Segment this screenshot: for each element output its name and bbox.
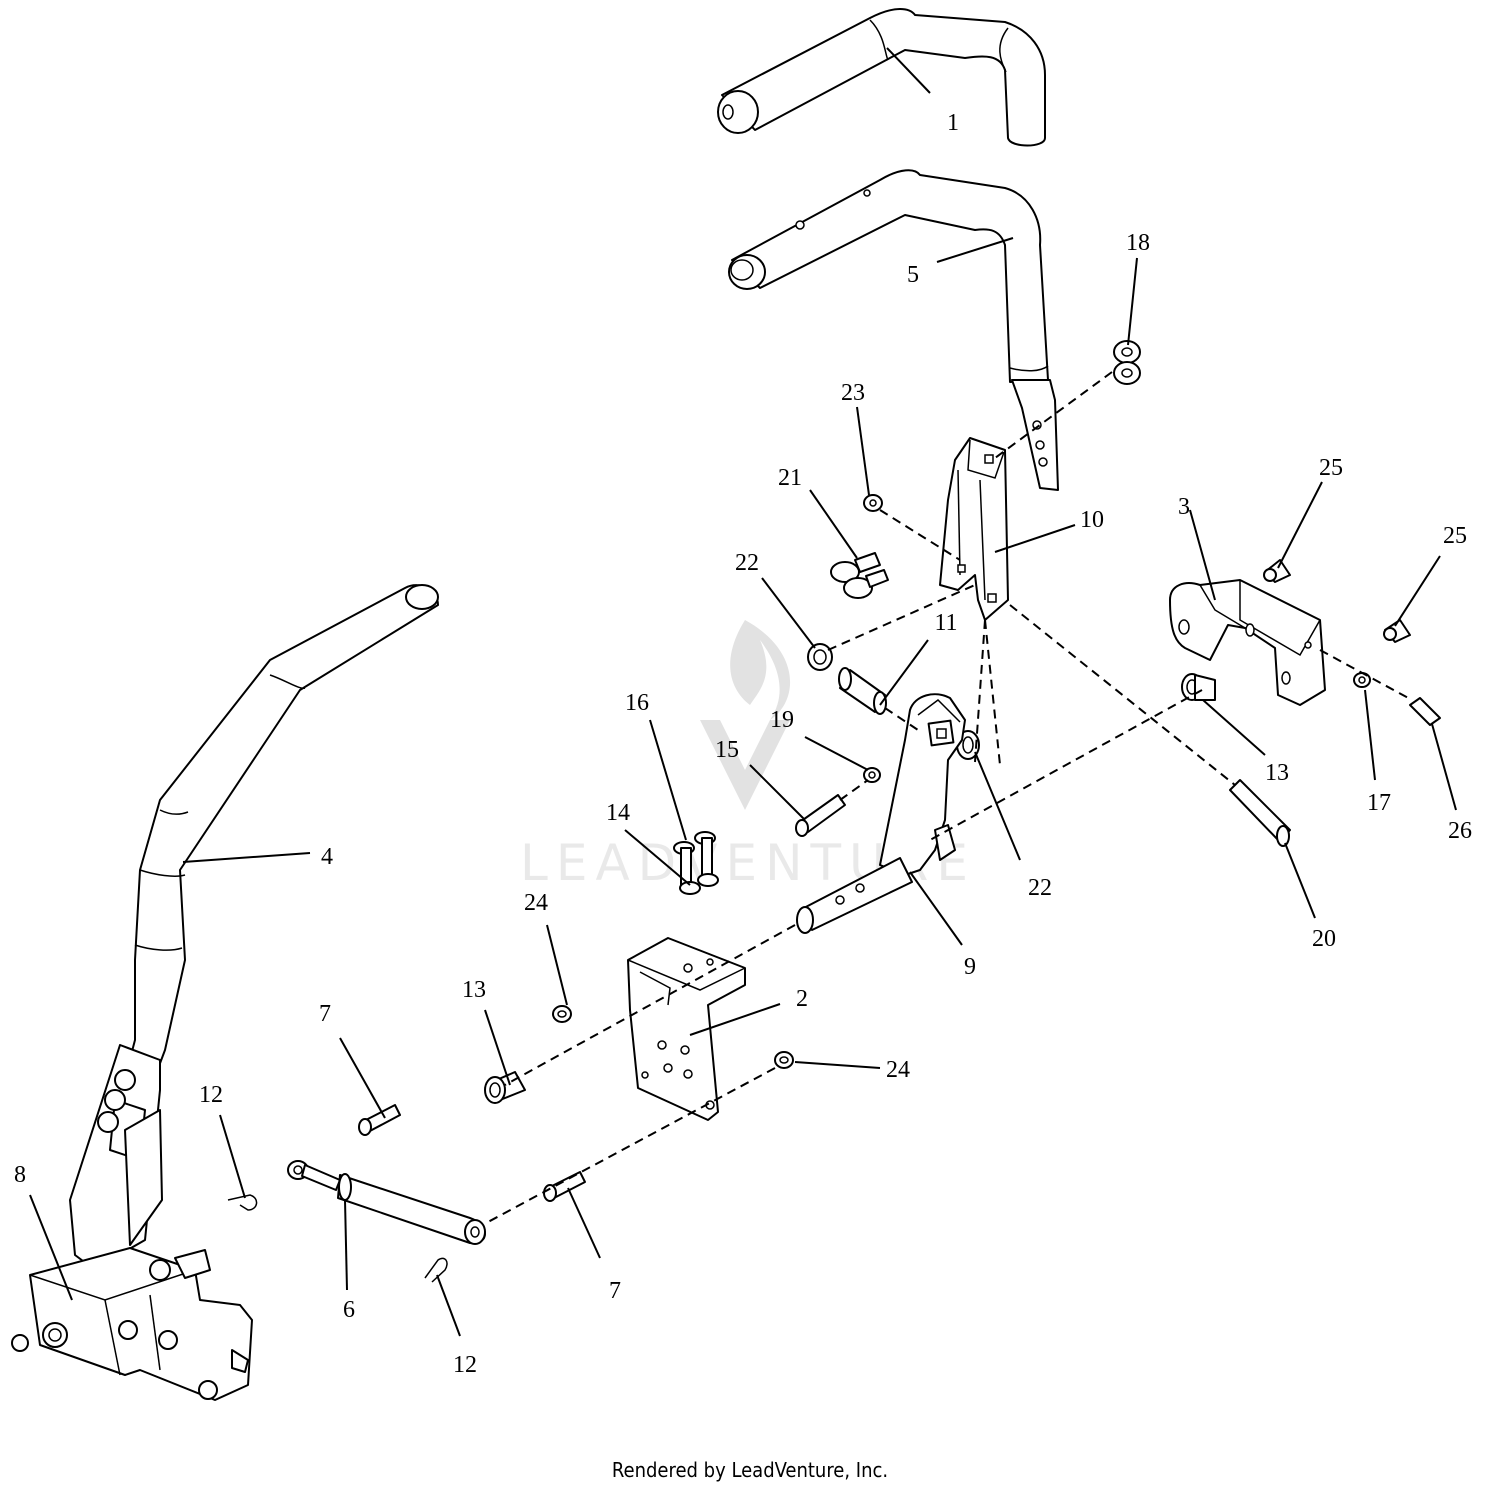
part-3-bracket xyxy=(1169,579,1326,706)
callout-24-upper: 24 xyxy=(524,890,548,916)
part-21-bolts xyxy=(830,552,889,599)
callout-18: 18 xyxy=(1126,230,1150,256)
part-14-washers xyxy=(679,873,719,895)
part-9-control-arm xyxy=(796,693,966,934)
part-10-bracket xyxy=(939,437,1009,621)
part-12-clip-upper xyxy=(227,1194,258,1211)
part-6-gas-spring xyxy=(287,1160,486,1245)
callout-6: 6 xyxy=(343,1297,355,1323)
part-24-nuts xyxy=(552,1005,794,1069)
callout-labels: 1 5 18 23 21 10 25 3 25 22 11 16 19 15 1… xyxy=(14,110,1472,1378)
callout-21: 21 xyxy=(778,465,802,491)
callout-19: 19 xyxy=(770,707,794,733)
part-19-nut xyxy=(863,767,881,783)
callout-13-upper: 13 xyxy=(1265,760,1289,786)
part-26-pin xyxy=(1409,697,1441,726)
callout-1: 1 xyxy=(947,110,959,136)
part-13-bushing-upper xyxy=(1181,673,1216,701)
part-12-clip-lower xyxy=(424,1257,448,1283)
callout-15: 15 xyxy=(715,737,739,763)
callout-4: 4 xyxy=(321,844,333,870)
part-18-nuts xyxy=(1113,340,1141,385)
part-5-handle-tube xyxy=(728,169,1059,491)
callout-2: 2 xyxy=(796,986,808,1012)
part-23-nut xyxy=(863,494,883,512)
part-8-pivot-assembly xyxy=(11,1044,253,1401)
callout-26: 26 xyxy=(1448,818,1472,844)
part-22-washers xyxy=(807,643,980,760)
callout-22-upper: 22 xyxy=(735,550,759,576)
part-11-spacer xyxy=(838,667,887,715)
callout-16: 16 xyxy=(625,690,649,716)
assembly-lines xyxy=(487,371,1413,1223)
callout-3: 3 xyxy=(1178,494,1190,520)
callout-12-upper: 12 xyxy=(199,1082,223,1108)
leader-lines xyxy=(29,47,1457,1337)
callout-22-lower: 22 xyxy=(1028,875,1052,901)
part-20-pin xyxy=(1229,779,1291,847)
part-25-fittings xyxy=(1263,559,1411,643)
callout-7-lower: 7 xyxy=(609,1278,621,1304)
callout-9: 9 xyxy=(964,954,976,980)
callout-13-lower: 13 xyxy=(462,977,486,1003)
callout-11: 11 xyxy=(934,610,957,636)
callout-17: 17 xyxy=(1367,790,1391,816)
callout-14: 14 xyxy=(606,800,630,826)
part-4-long-handle xyxy=(124,584,439,1091)
callout-23: 23 xyxy=(841,380,865,406)
callout-12-lower: 12 xyxy=(453,1352,477,1378)
callout-10: 10 xyxy=(1080,507,1104,533)
callout-25-lower: 25 xyxy=(1443,523,1467,549)
part-7-pin-lower xyxy=(543,1171,586,1202)
callout-20: 20 xyxy=(1312,926,1336,952)
part-7-pin-upper xyxy=(358,1104,401,1136)
callout-25-upper: 25 xyxy=(1319,455,1343,481)
callout-8: 8 xyxy=(14,1162,26,1188)
footer-credit: Rendered by LeadVenture, Inc. xyxy=(611,1458,889,1482)
part-1-upper-grip xyxy=(717,8,1046,147)
callout-24-lower: 24 xyxy=(886,1057,910,1083)
part-2-bracket xyxy=(627,937,746,1121)
callout-5: 5 xyxy=(907,262,919,288)
part-13-bushing-lower xyxy=(484,1071,526,1104)
callout-7-upper: 7 xyxy=(319,1001,331,1027)
part-15-bolt xyxy=(795,794,846,837)
